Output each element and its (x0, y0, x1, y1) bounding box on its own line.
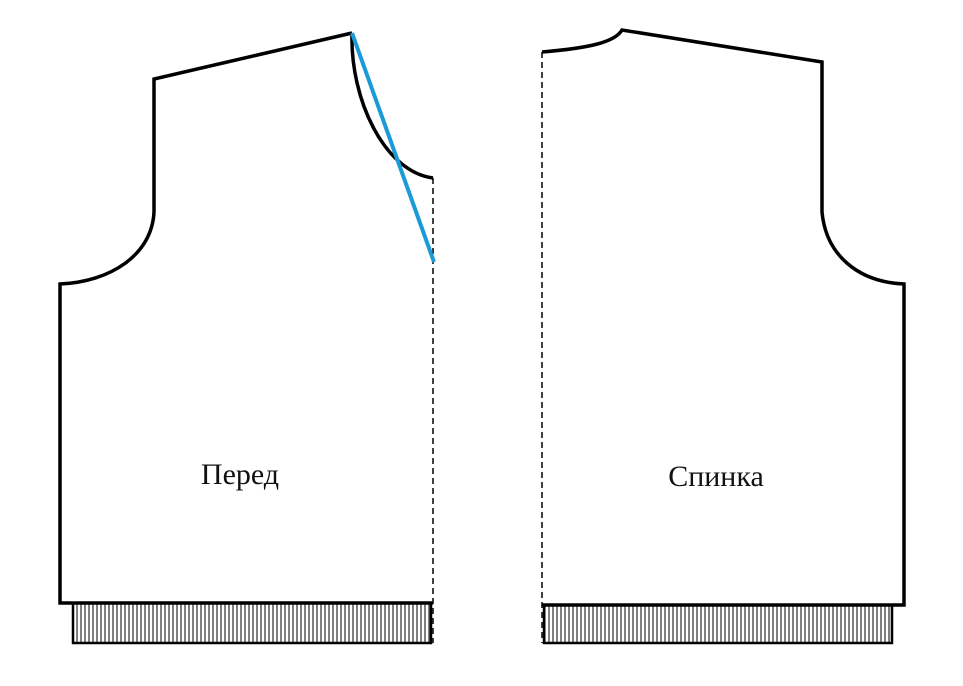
back-label: Спинка (668, 460, 764, 493)
back-piece: Спинка (541, 28, 906, 645)
back-outline (541, 28, 906, 607)
back-rib-band (542, 603, 894, 645)
front-rib-band (71, 601, 433, 645)
front-label: Перед (201, 458, 279, 491)
front-outline (58, 31, 433, 605)
front-shoulder-accent-line (350, 32, 436, 263)
front-piece: Перед (58, 31, 436, 645)
front-neckline (350, 32, 434, 180)
